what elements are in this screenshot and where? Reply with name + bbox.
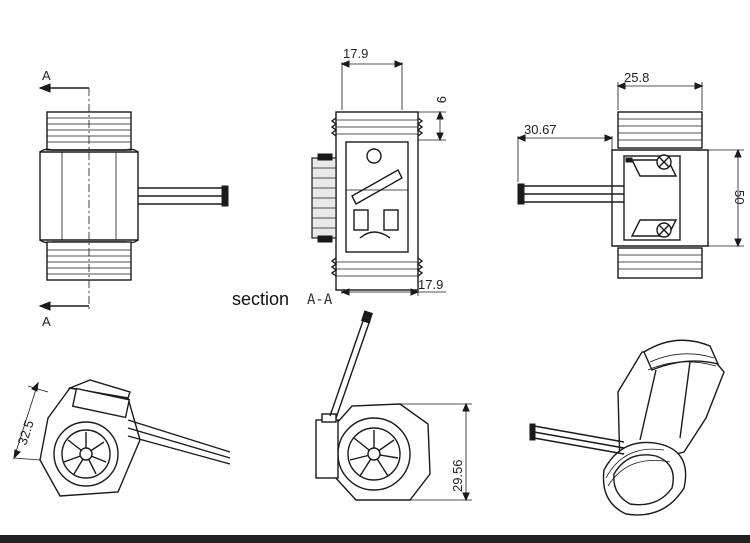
section-word: section [232, 289, 289, 309]
dim-front-height: 29.56 [450, 459, 465, 492]
dim-section-bottom-width: 17.9 [418, 277, 443, 292]
bottom-border [0, 535, 750, 543]
iso-view-left: 32.5 [13, 379, 231, 497]
section-marker-bottom: A [42, 314, 51, 329]
dim-iso-hex-across: 32.5 [15, 418, 37, 447]
dim-side-top-width: 25.8 [624, 70, 649, 85]
section-marker-top: A [42, 68, 51, 83]
dim-section-top-width: 17.9 [343, 46, 368, 61]
iso-view-right [529, 339, 725, 516]
iso-view-front: 29.56 [315, 310, 472, 502]
section-view: 17.9 9 17.9 section A-A [232, 46, 449, 309]
dim-side-height: 50 [732, 190, 747, 204]
dim-side-wire-length: 30.67 [524, 122, 557, 137]
section-id: A-A [307, 292, 333, 308]
side-view: 25.8 30.67 50 [516, 70, 747, 279]
front-view: A A [38, 68, 229, 329]
dim-section-thread-length: 9 [434, 96, 449, 103]
